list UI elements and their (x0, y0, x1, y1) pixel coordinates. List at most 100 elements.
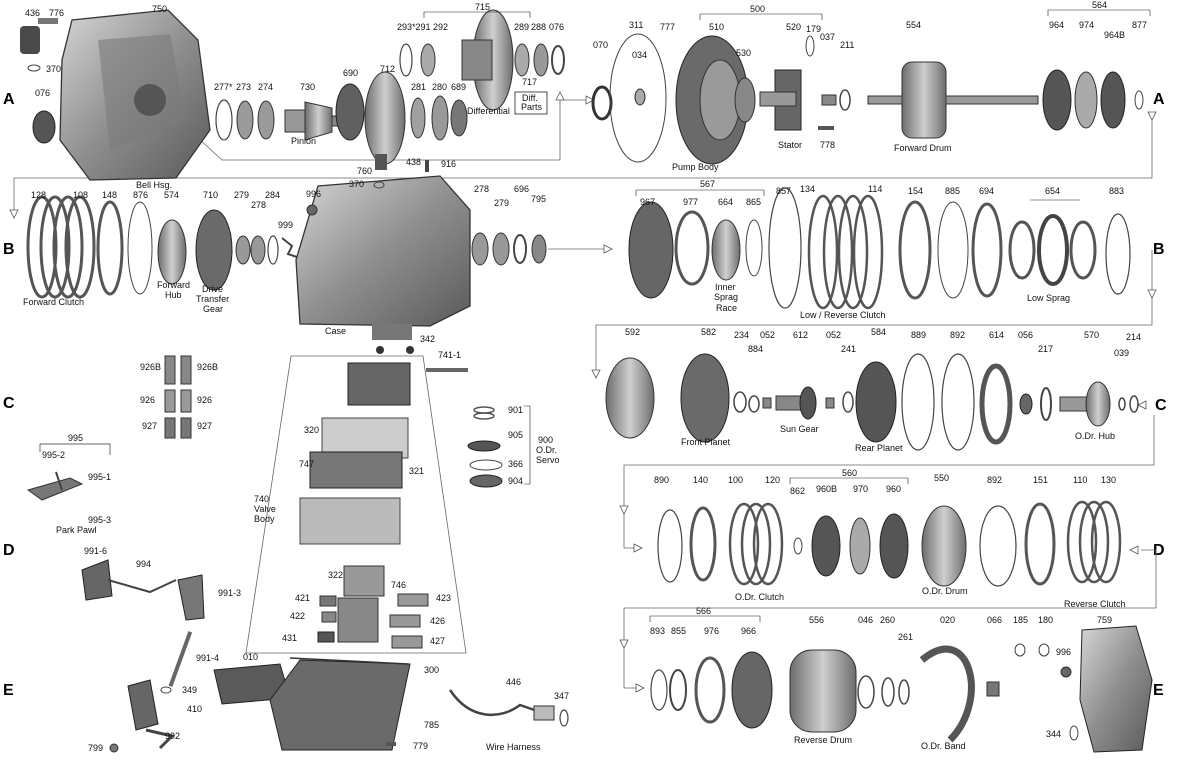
part-label: 436 (25, 8, 40, 18)
ring-211 (839, 89, 851, 111)
part-label: 114 (868, 184, 882, 194)
seal-034 (634, 88, 646, 106)
forward-clutch (26, 195, 96, 299)
part-996-e (1060, 666, 1072, 678)
part-label: 370 (46, 64, 61, 74)
bearing-280 (431, 95, 449, 141)
part-label: 777 (660, 22, 675, 32)
caption-valve-body-line1: Valve (254, 504, 276, 514)
part-label: 926B (140, 362, 161, 372)
forward-drum (867, 61, 1039, 139)
part-label: 279 (234, 190, 249, 200)
ring-347 (559, 709, 569, 727)
part-label: 995-1 (88, 472, 111, 482)
bearing-281 (410, 97, 426, 139)
accumulator-926B-left (164, 355, 176, 385)
part-label: 100 (728, 475, 743, 485)
detent-410 (127, 679, 159, 731)
part-label: 855 (671, 626, 686, 636)
accumulator-927-right (180, 417, 192, 439)
row-label-c-left: C (3, 395, 15, 412)
part-label: 741-1 (438, 350, 461, 360)
ring-884 (748, 395, 760, 413)
part-label: 857 (776, 186, 791, 196)
part-label: 320 (304, 425, 319, 435)
part-label: 288 (531, 22, 546, 32)
part-label: 349 (182, 685, 197, 695)
od-band (919, 645, 975, 743)
ring-241 (842, 391, 854, 413)
part-label: 994 (136, 559, 151, 569)
part-label: 347 (554, 691, 569, 701)
part-labels: 436 776 750 370 076 277* 273 274 730 690… (25, 0, 1147, 753)
part-label: 996 (306, 189, 321, 199)
ring-046 (857, 675, 875, 709)
flow-arrow-icon (555, 91, 565, 101)
part-label: 321 (409, 466, 424, 476)
part-label: 746 (391, 580, 406, 590)
caption-forward-clutch: Forward Clutch (23, 297, 84, 307)
caption-front-planet: Front Planet (681, 437, 731, 447)
part-label: 999 (278, 220, 293, 230)
piston-960 (879, 513, 909, 579)
part-label: 120 (765, 475, 780, 485)
ring-855 (669, 669, 687, 711)
part-label: 500 (750, 4, 765, 14)
part-label: 905 (508, 430, 523, 440)
part-label: 710 (203, 190, 218, 200)
ring-889 (901, 353, 935, 451)
row-e-parts (109, 625, 1153, 753)
accumulator-926B-right (180, 355, 192, 385)
part-label: 241 (841, 344, 856, 354)
part-label: 289 (514, 22, 529, 32)
pump-body (675, 35, 749, 165)
bolt-779 (386, 742, 396, 746)
part-label: 554 (906, 20, 921, 30)
drive-transfer-gear (195, 209, 233, 291)
part-label: 560 (842, 468, 857, 478)
part-056 (1019, 393, 1033, 415)
part-label: 431 (282, 633, 297, 643)
part-996 (306, 204, 318, 216)
differential (461, 9, 514, 111)
part-label: 759 (1097, 615, 1112, 625)
plate-154 (898, 200, 932, 300)
forward-hub (157, 219, 187, 285)
part-label: 154 (908, 186, 923, 196)
part-label: 277* (214, 82, 233, 92)
part-label: 976 (704, 626, 719, 636)
bearing-689 (450, 99, 468, 137)
spring-976 (694, 656, 726, 724)
part-label: 689 (451, 82, 466, 92)
ring-892 (941, 353, 975, 451)
caption-rear-planet: Rear Planet (855, 443, 903, 453)
reverse-drum (789, 649, 857, 733)
ring-234 (733, 391, 747, 413)
bearing-274 (257, 100, 275, 140)
part-label: 900 (538, 435, 553, 445)
solenoids (317, 593, 429, 649)
caption-od-drum: O.Dr. Drum (922, 586, 968, 596)
part-label: 584 (871, 327, 886, 337)
part-label: 960B (816, 484, 837, 494)
part-label: 992 (165, 731, 180, 741)
ring-260 (881, 677, 895, 707)
flow-arrow-icon (585, 95, 595, 105)
part-label: 926 (197, 395, 212, 405)
part-label: 423 (436, 593, 451, 603)
stator (759, 69, 802, 131)
part-label: 151 (1033, 475, 1048, 485)
part-label: 278 (474, 184, 489, 194)
plate-151 (1024, 502, 1056, 586)
part-label: 862 (790, 486, 805, 496)
ring-261 (898, 679, 910, 705)
part-label: 140 (693, 475, 708, 485)
part-label: 991-6 (84, 546, 107, 556)
ring-293-291 (399, 43, 413, 77)
part-label: 740 (254, 494, 269, 504)
part-label: 876 (133, 190, 148, 200)
ring-862 (793, 537, 803, 555)
part-label: 278 (251, 200, 266, 210)
od-drum (921, 505, 967, 587)
